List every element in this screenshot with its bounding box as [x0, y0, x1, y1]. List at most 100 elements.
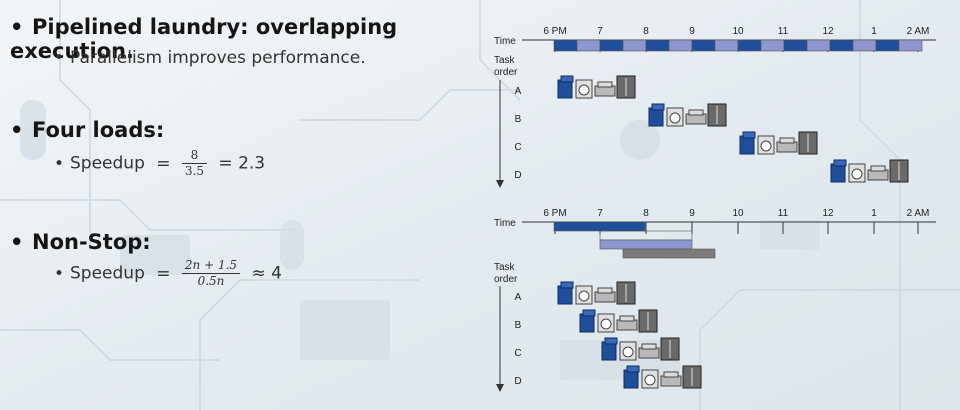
time-label: Time	[494, 218, 516, 229]
washer-icon	[557, 79, 573, 99]
non-stop-fraction: 2n + 1.5 0.5n	[181, 258, 241, 289]
washer-lid-icon	[582, 309, 596, 317]
task-order-label: order	[494, 274, 518, 285]
bullet-pipelined: •Pipelined laundry: overlapping executio…	[10, 15, 398, 63]
task-row-label: B	[515, 320, 522, 331]
washer-icon	[830, 163, 846, 183]
time-slot-bar	[783, 39, 808, 52]
time-tick-label: 7	[597, 208, 603, 219]
time-tick-label: 1	[871, 26, 877, 37]
time-slot-bar	[714, 39, 739, 52]
task-row-label: A	[515, 292, 522, 303]
task-row-label: D	[514, 376, 521, 387]
time-slot-bar	[806, 39, 831, 52]
time-slot-bar	[622, 39, 647, 52]
washer-icon	[601, 341, 617, 361]
time-tick-label: 9	[689, 26, 695, 37]
time-tick-label: 9	[689, 208, 695, 219]
fraction-numerator: 8	[181, 148, 208, 164]
time-tick-label: 2 AM	[907, 26, 930, 37]
time-slot-bar	[852, 39, 877, 52]
washer-icon	[739, 135, 755, 155]
washer-lid-icon	[742, 131, 756, 139]
bullet-non-stop: •Non-Stop:	[10, 230, 151, 254]
fraction-denominator: 0.5n	[197, 274, 225, 288]
folded-clothes-top-icon	[597, 81, 613, 88]
time-tick-label: 10	[732, 26, 744, 37]
folded-clothes-top-icon	[688, 109, 704, 116]
dryer-door-icon	[578, 84, 590, 96]
time-slot-bar	[829, 39, 854, 52]
folded-clothes-top-icon	[597, 287, 613, 294]
washer-icon	[557, 285, 573, 305]
dryer-door-icon	[760, 140, 772, 152]
time-slot-bar	[875, 39, 900, 52]
four-loads-title: Four loads:	[32, 118, 165, 142]
non-stop-speedup: •Speedup = 2n + 1.5 0.5n ≈ 4	[54, 258, 282, 289]
dryer-door-icon	[851, 168, 863, 180]
time-tick-label: 11	[778, 208, 789, 219]
time-tick-label: 10	[732, 208, 744, 219]
dryer-door-icon	[669, 112, 681, 124]
task-order-label: order	[494, 67, 518, 78]
time-tick-label: 1	[871, 208, 877, 219]
time-label: Time	[494, 36, 516, 47]
folded-clothes-top-icon	[663, 371, 679, 378]
washer-lid-icon	[833, 159, 847, 167]
time-slot-bar	[576, 39, 601, 52]
dryer-door-icon	[600, 318, 612, 330]
four-loads-fraction: 8 3.5	[181, 148, 208, 179]
four-loads-result: = 2.3	[218, 153, 266, 174]
text-panel: •Pipelined laundry: overlapping executio…	[10, 15, 398, 289]
folder-stage-bar	[599, 239, 693, 250]
four-loads-speedup: •Speedup = 8 3.5 = 2.3	[54, 148, 266, 179]
task-row-label: C	[514, 348, 521, 359]
time-slot-bar	[668, 39, 693, 52]
time-tick-label: 12	[822, 26, 834, 37]
bullet-parallelism: •Parallelism improves performance.	[54, 48, 366, 68]
washer-lid-icon	[651, 103, 665, 111]
equals-sign: =	[156, 153, 171, 174]
pipelined-title: Pipelined laundry: overlapping execution…	[10, 15, 398, 63]
fraction-denominator: 3.5	[184, 164, 205, 178]
washer-lid-icon	[604, 337, 618, 345]
speedup-label: Speedup	[70, 153, 145, 174]
time-tick-label: 6 PM	[543, 208, 566, 219]
time-tick-label: 8	[643, 208, 649, 219]
time-slot-bar	[760, 39, 785, 52]
time-slot-bar	[691, 39, 716, 52]
washer-lid-icon	[560, 281, 574, 289]
washer-stage-bar	[553, 221, 646, 232]
pipelined-subtitle: Parallelism improves performance.	[70, 48, 366, 68]
time-slot-bar	[737, 39, 762, 52]
bullet-four-loads: •Four loads:	[10, 118, 165, 142]
stasher-stage-bar	[622, 248, 716, 259]
dryer-door-icon	[578, 290, 590, 302]
task-row-label: B	[515, 114, 522, 125]
task-row-label: C	[514, 142, 521, 153]
task-order-arrow-head	[496, 384, 504, 392]
fraction-numerator: 2n + 1.5	[181, 258, 241, 274]
folded-clothes-top-icon	[779, 137, 795, 144]
time-slot-bar	[898, 39, 923, 52]
folded-clothes-top-icon	[870, 165, 886, 172]
time-tick-label: 2 AM	[907, 208, 930, 219]
speedup-label: Speedup	[70, 263, 145, 284]
task-order-arrow-head	[496, 180, 504, 188]
washer-lid-icon	[560, 75, 574, 83]
time-tick-label: 12	[822, 208, 834, 219]
dryer-door-icon	[644, 374, 656, 386]
equals-sign: =	[156, 263, 171, 284]
task-label: Task	[494, 55, 516, 66]
task-label: Task	[494, 262, 516, 273]
washer-lid-icon	[626, 365, 640, 373]
time-tick-label: 8	[643, 26, 649, 37]
non-stop-result: ≈ 4	[251, 263, 282, 284]
time-tick-label: 7	[597, 26, 603, 37]
washer-icon	[623, 369, 639, 389]
time-tick-label: 11	[778, 26, 789, 37]
